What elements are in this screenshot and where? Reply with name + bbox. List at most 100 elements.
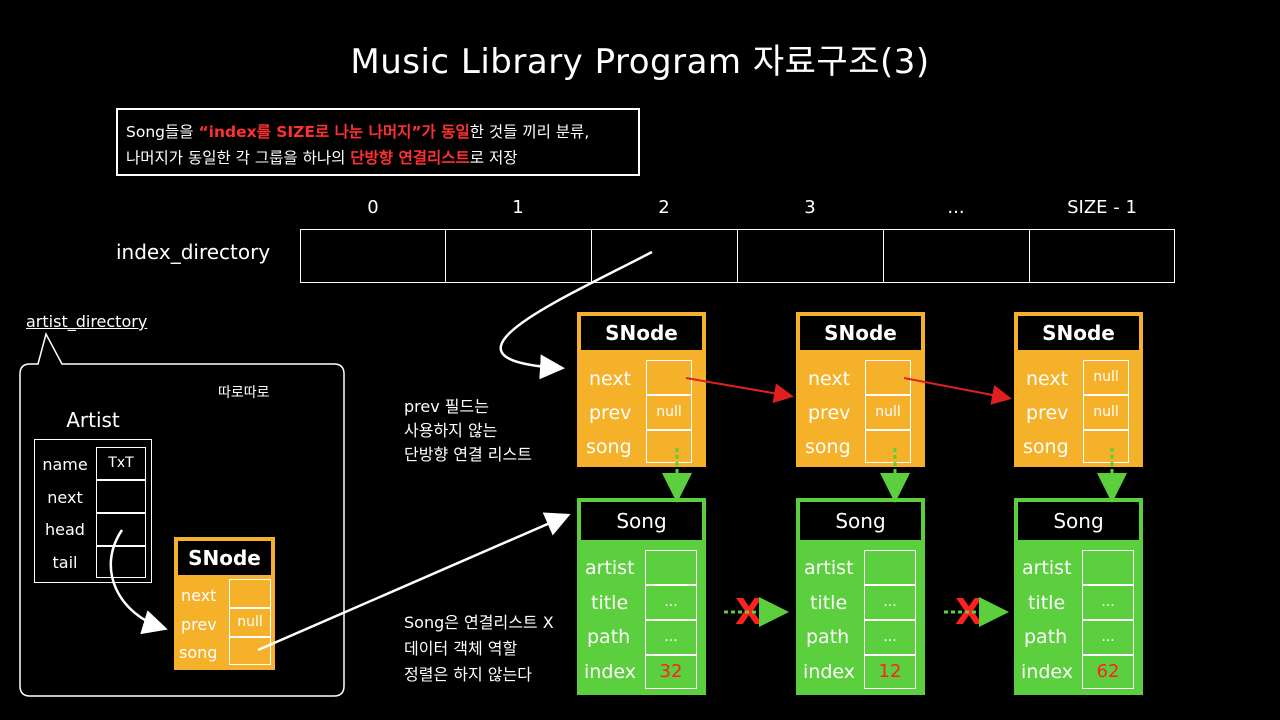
side-note: 따로따로 bbox=[218, 385, 270, 401]
field-label: next bbox=[589, 368, 632, 390]
snode-prev-cell: null bbox=[229, 608, 271, 637]
info-line-2: 나머지가 동일한 각 그룹을 하나의 단방향 연결리스트로 저장 bbox=[126, 145, 630, 171]
snode-box: SNode next prev song null bbox=[577, 312, 706, 467]
cross-mark: X bbox=[955, 592, 983, 633]
snode-song-cell bbox=[865, 430, 911, 463]
snode-next-cell bbox=[646, 360, 692, 395]
index-directory-cell bbox=[883, 229, 1030, 283]
note-line: prev 필드는 bbox=[404, 397, 489, 416]
note-line: 정렬은 하지 않는다 bbox=[404, 665, 532, 684]
song-index-cell: 62 bbox=[1082, 655, 1134, 689]
snode-title: SNode bbox=[798, 314, 923, 352]
field-label: index bbox=[803, 661, 855, 683]
note-line: Song은 연결리스트 X bbox=[404, 613, 554, 632]
song-path-cell: ... bbox=[1082, 620, 1134, 655]
field-label: prev bbox=[181, 615, 217, 634]
index-directory-cell bbox=[1029, 229, 1175, 283]
field-label: next bbox=[1026, 368, 1069, 390]
snode-next-cell bbox=[229, 579, 271, 608]
index-directory-cell bbox=[737, 229, 884, 283]
snode-next-cell bbox=[865, 360, 911, 395]
field-label: prev bbox=[1026, 402, 1069, 424]
index-label: SIZE - 1 bbox=[1067, 197, 1137, 218]
snode-prev-cell: null bbox=[865, 395, 911, 430]
song-path-cell: ... bbox=[864, 620, 916, 655]
field-label: next bbox=[181, 586, 217, 605]
song-box: Song artist title path index ... ... 32 bbox=[577, 498, 706, 695]
field-label: path bbox=[806, 626, 850, 648]
index-directory-label: index_directory bbox=[116, 240, 271, 264]
field-label: head bbox=[45, 520, 85, 539]
index-label: 1 bbox=[512, 197, 524, 218]
field-label: artist bbox=[585, 557, 635, 579]
artist-name-cell: TxT bbox=[96, 447, 146, 480]
index-directory-cell bbox=[445, 229, 592, 283]
song-box: Song artist title path index ... ... 62 bbox=[1014, 498, 1143, 695]
song-title-cell: ... bbox=[645, 585, 697, 620]
artist-snode: SNode next prev song null bbox=[174, 537, 275, 670]
field-label: prev bbox=[589, 402, 632, 424]
song-note: Song은 연결리스트 X 데이터 객체 역할 정렬은 하지 않는다 bbox=[404, 610, 554, 688]
info-line-1: Song들을 “index를 SIZE로 나눈 나머지”가 동일한 것들 끼리 … bbox=[126, 119, 630, 145]
index-label: 3 bbox=[804, 197, 816, 218]
snode-title: SNode bbox=[579, 314, 704, 352]
field-label: name bbox=[42, 455, 88, 474]
cross-mark: X bbox=[735, 592, 763, 633]
field-label: song bbox=[586, 436, 632, 458]
field-label: title bbox=[591, 592, 629, 614]
song-title: Song bbox=[798, 500, 923, 542]
artist-tail-cell bbox=[96, 546, 146, 578]
note-line: 단방향 연결 리스트 bbox=[404, 445, 532, 464]
field-label: next bbox=[808, 368, 851, 390]
snode-song-cell bbox=[229, 637, 271, 665]
index-directory-cell bbox=[300, 229, 446, 283]
song-title-cell: ... bbox=[864, 585, 916, 620]
field-label: prev bbox=[808, 402, 851, 424]
field-label: song bbox=[179, 643, 218, 662]
song-artist-cell bbox=[645, 550, 697, 585]
field-label: artist bbox=[804, 557, 854, 579]
song-artist-cell bbox=[1082, 550, 1134, 585]
song-box: Song artist title path index ... ... 12 bbox=[796, 498, 925, 695]
artist-directory-label: artist_directory bbox=[26, 312, 148, 331]
note-line: 데이터 객체 역할 bbox=[404, 639, 518, 658]
snode-song-cell bbox=[1083, 430, 1129, 463]
field-label: path bbox=[1024, 626, 1068, 648]
song-index-cell: 12 bbox=[864, 655, 916, 689]
field-label: tail bbox=[52, 553, 78, 572]
song-title: Song bbox=[579, 500, 704, 542]
info-text: 로 저장 bbox=[469, 149, 518, 167]
field-label: next bbox=[47, 488, 83, 507]
info-text: 한 것들 끼리 분류, bbox=[469, 123, 590, 141]
info-text: 나머지가 동일한 각 그룹을 하나의 bbox=[126, 149, 351, 167]
info-text: Song들을 bbox=[126, 123, 199, 141]
song-index-cell: 32 bbox=[645, 655, 697, 689]
snode-box: SNode next prev song null bbox=[796, 312, 925, 467]
snode-box: SNode next prev song null null bbox=[1014, 312, 1143, 467]
field-label: song bbox=[805, 436, 851, 458]
page-title: Music Library Program 자료구조(3) bbox=[350, 42, 930, 82]
snode-song-cell bbox=[646, 430, 692, 463]
song-title: Song bbox=[1016, 500, 1141, 542]
snode-title: SNode bbox=[176, 539, 273, 577]
prev-note: prev 필드는 사용하지 않는 단방향 연결 리스트 bbox=[404, 395, 532, 467]
snode-prev-cell: null bbox=[646, 395, 692, 430]
snode-prev-cell: null bbox=[1083, 395, 1129, 430]
field-label: title bbox=[810, 592, 848, 614]
snode-title: SNode bbox=[1016, 314, 1141, 352]
artist-next-cell bbox=[96, 480, 146, 513]
field-label: index bbox=[1021, 661, 1073, 683]
index-label: 2 bbox=[658, 197, 670, 218]
info-box: Song들을 “index를 SIZE로 나눈 나머지”가 동일한 것들 끼리 … bbox=[116, 108, 640, 176]
index-label: 0 bbox=[367, 197, 379, 218]
field-label: path bbox=[587, 626, 631, 648]
song-path-cell: ... bbox=[645, 620, 697, 655]
field-label: title bbox=[1028, 592, 1066, 614]
field-label: index bbox=[584, 661, 636, 683]
artist-head-cell bbox=[96, 513, 146, 546]
index-directory-cell bbox=[591, 229, 738, 283]
snode-next-cell: null bbox=[1083, 360, 1129, 395]
song-artist-cell bbox=[864, 550, 916, 585]
song-title-cell: ... bbox=[1082, 585, 1134, 620]
info-highlight: “index를 SIZE로 나눈 나머지”가 동일 bbox=[198, 123, 470, 141]
